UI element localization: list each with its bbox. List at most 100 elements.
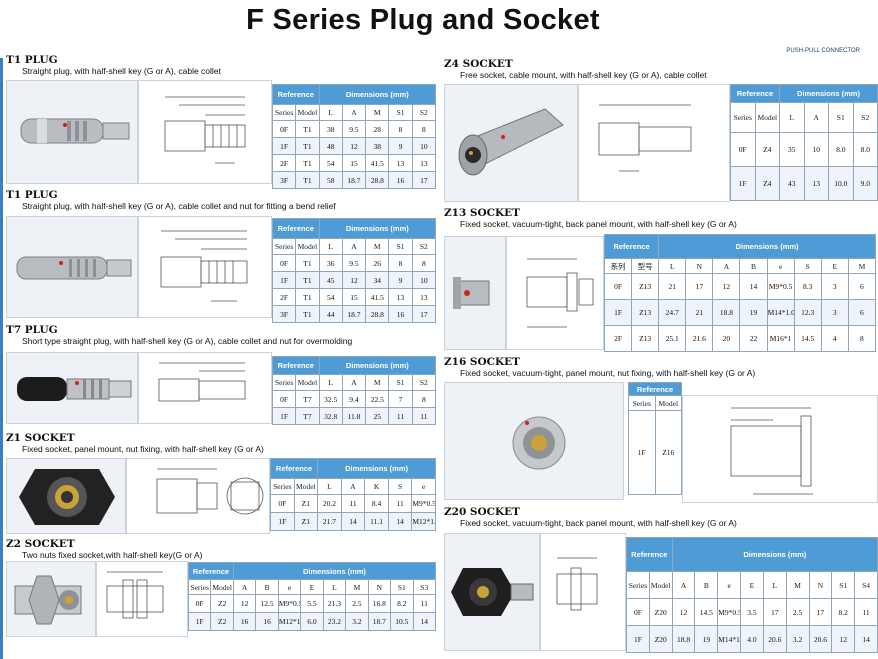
section-z20-socket: Z20 SOCKET Fixed socket, vacuum-tight, b… <box>444 506 737 528</box>
table-cell: T1 <box>295 171 320 189</box>
table-cell: 3.5 <box>740 598 764 626</box>
table-cell: 6 <box>847 299 877 326</box>
column-header: M <box>365 374 390 391</box>
section-z4-socket: Z4 SOCKET Free socket, cable mount, with… <box>444 58 707 80</box>
table-cell: 45 <box>318 271 343 289</box>
table-cell: 19 <box>739 299 768 326</box>
table-cell: 3F <box>271 305 297 323</box>
table-cell: 48 <box>318 137 343 155</box>
column-header: M <box>365 104 390 121</box>
section-description: Short type straight plug, with half-shel… <box>22 336 353 346</box>
column-header: S2 <box>852 102 878 133</box>
table-cell: 5.5 <box>300 594 324 613</box>
table-cell: 18.7 <box>341 305 367 323</box>
table-cell: 21 <box>685 299 714 326</box>
section-title: Z2 SOCKET <box>6 538 75 550</box>
table-cell: 11 <box>388 407 413 425</box>
column-header: A <box>232 579 257 595</box>
z13-socket-image <box>453 277 490 309</box>
column-header: S2 <box>411 374 437 391</box>
table-cell: 38 <box>318 120 343 138</box>
table-cell: 24.7 <box>658 299 687 326</box>
table-cell: 6 <box>847 273 877 300</box>
table-cell: 11 <box>411 407 437 425</box>
t1-plug-image <box>20 118 130 144</box>
dimensions-header: Dimensions (mm) <box>318 84 437 105</box>
section-title: T1 PLUG <box>6 54 58 66</box>
left-edge-stripe <box>0 58 3 659</box>
table-cell: 0F <box>271 390 297 408</box>
table-cell: 34 <box>365 271 390 289</box>
table-cell: 43 <box>779 166 805 201</box>
brand-banner: PUSH-PULL CONNECTOR <box>436 44 878 58</box>
table-cell: 6.0 <box>300 612 324 631</box>
table-cell: 17 <box>411 305 437 323</box>
table-cell: 0F <box>270 494 295 513</box>
dimensions-header: Dimensions (mm) <box>318 356 437 375</box>
table-cell: 41.5 <box>365 154 390 172</box>
z20-socket-image <box>451 568 534 616</box>
t1-plug-drawing <box>138 80 272 184</box>
table-cell: 35 <box>779 132 805 167</box>
section-t7-plug: T7 PLUG Short type straight plug, with h… <box>6 324 352 346</box>
table-cell: 17 <box>411 171 437 189</box>
table-cell: 26 <box>365 254 390 272</box>
table-cell: 9 <box>388 137 413 155</box>
z1-socket-photo <box>6 458 126 534</box>
column-header: S4 <box>854 571 878 599</box>
table-cell: 14 <box>412 612 437 631</box>
table-cell: 16 <box>232 612 257 631</box>
table-cell: 13 <box>388 154 413 172</box>
z4-socket-drawing <box>578 84 730 202</box>
column-header: Series <box>271 238 297 255</box>
table-cell: 9 <box>388 271 413 289</box>
page-title: F Series Plug and Socket <box>246 4 600 36</box>
reference-header: Reference <box>730 84 780 103</box>
column-header: Series <box>730 102 756 133</box>
table-cell: 2F <box>271 288 297 306</box>
column-header: M <box>345 579 369 595</box>
section-title: Z13 SOCKET <box>444 207 520 219</box>
column-header: M <box>365 238 390 255</box>
table-cell: Z13 <box>631 299 660 326</box>
section-description: Straight plug, with half-shell key (G or… <box>22 66 221 76</box>
table-cell: 11 <box>412 594 437 613</box>
section-description: Fixed socket, vacuum-tight, back panel m… <box>460 219 737 229</box>
table-cell: 16.8 <box>367 594 392 613</box>
column-header: N <box>685 258 714 274</box>
column-header: A <box>341 238 367 255</box>
table-cell: 41.5 <box>365 288 390 306</box>
table-cell: 8.2 <box>390 594 414 613</box>
table-cell: M16*1 <box>766 325 795 352</box>
z4-socket-dimension-drawing <box>598 104 692 172</box>
table-cell: Z1 <box>293 494 319 513</box>
table-cell: 54 <box>318 288 343 306</box>
column-header: Model <box>295 374 320 391</box>
table-cell: 15 <box>341 288 367 306</box>
t1-plug-b-image <box>16 256 132 280</box>
dimensions-header: Dimensions (mm) <box>318 218 437 239</box>
table-cell: 12 <box>341 271 367 289</box>
z16-socket-dimension-drawing <box>730 407 813 495</box>
z20-socket-drawing <box>540 533 626 651</box>
table-cell: 16 <box>255 612 279 631</box>
table-cell: 2.5 <box>785 598 810 626</box>
table-cell: 8.3 <box>793 273 822 300</box>
z16-socket-drawing <box>682 395 878 503</box>
z4-socket-image <box>458 108 564 176</box>
column-header: Model <box>210 579 234 595</box>
table-cell: 0F <box>271 120 297 138</box>
column-header: S1 <box>828 102 854 133</box>
dimensions-header: Dimensions (mm) <box>779 84 878 103</box>
table-cell: 18.7 <box>367 612 392 631</box>
